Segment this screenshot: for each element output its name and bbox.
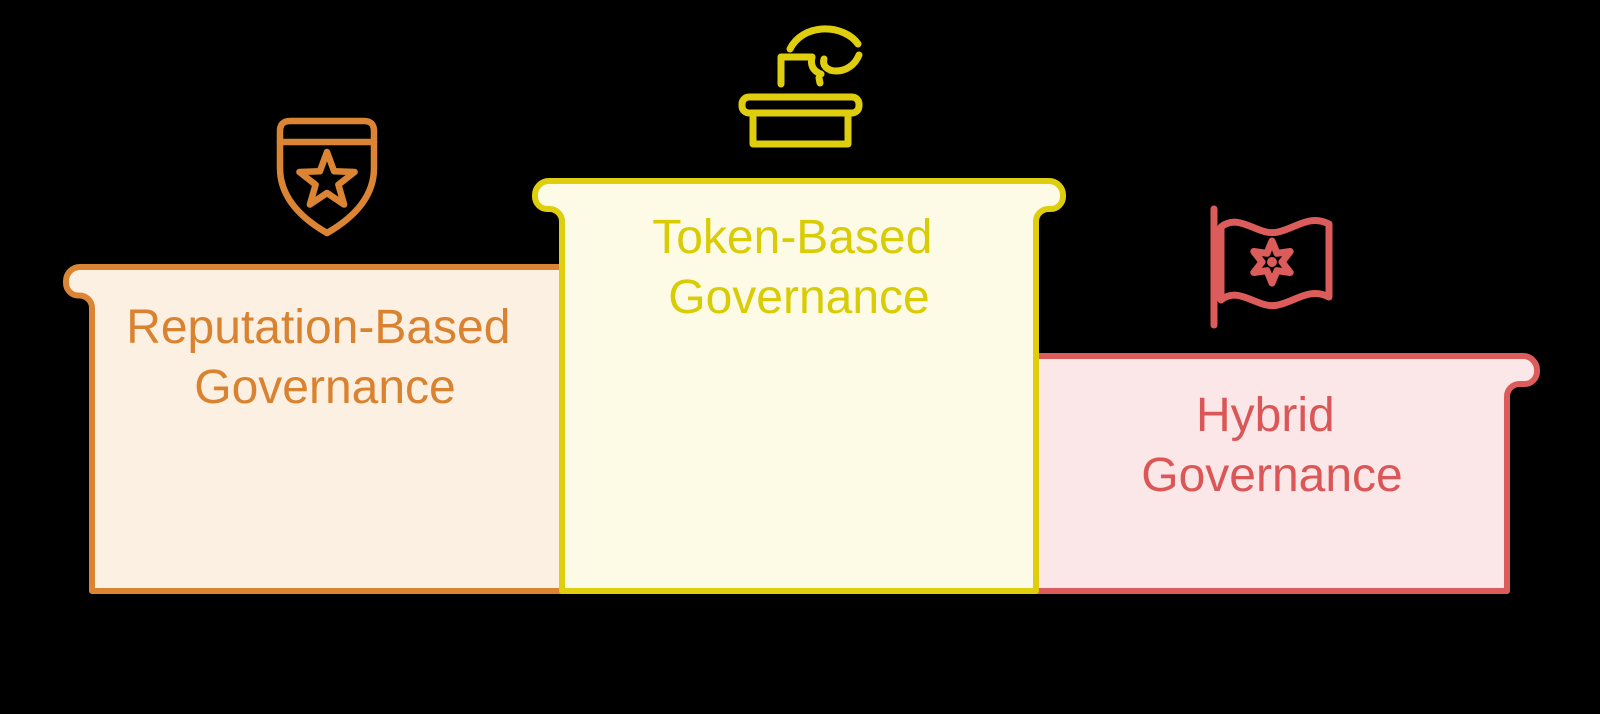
ballot-box-body — [749, 113, 852, 148]
panel-label-token-based: Token-Based Governance — [652, 211, 946, 324]
flag-rosette-dot — [1267, 257, 1277, 267]
ballot-stub — [815, 74, 824, 87]
panel-label-line: Token-Based — [652, 211, 932, 264]
ballot-paper — [777, 53, 816, 88]
shield-star-icon — [276, 117, 378, 237]
panel-label-line: Governance — [194, 361, 456, 414]
panel-label-line: Hybrid — [1196, 389, 1335, 442]
ballot-box-lid — [738, 93, 863, 117]
shield-star — [296, 148, 358, 208]
hand-back — [786, 25, 862, 53]
panel-label-line: Reputation-Based — [126, 301, 510, 354]
flag-icon — [1210, 205, 1333, 329]
panel-label-hybrid: Hybrid Governance — [1141, 389, 1403, 502]
panel-label-line: Governance — [668, 271, 930, 324]
hand-fingers — [820, 51, 863, 75]
ballot-box-icon — [738, 25, 863, 148]
panel-token-based-governance — [532, 178, 1066, 594]
flag-banner — [1217, 216, 1333, 310]
panel-label-line: Governance — [1141, 449, 1403, 502]
panel-hybrid-governance — [1033, 353, 1540, 594]
flag-rosette — [1250, 237, 1294, 287]
shield-outline — [276, 117, 378, 237]
ballot-fold — [807, 53, 825, 78]
panel-reputation-based-governance — [63, 264, 565, 594]
panel-label-reputation-based: Reputation-Based Governance — [126, 301, 524, 414]
